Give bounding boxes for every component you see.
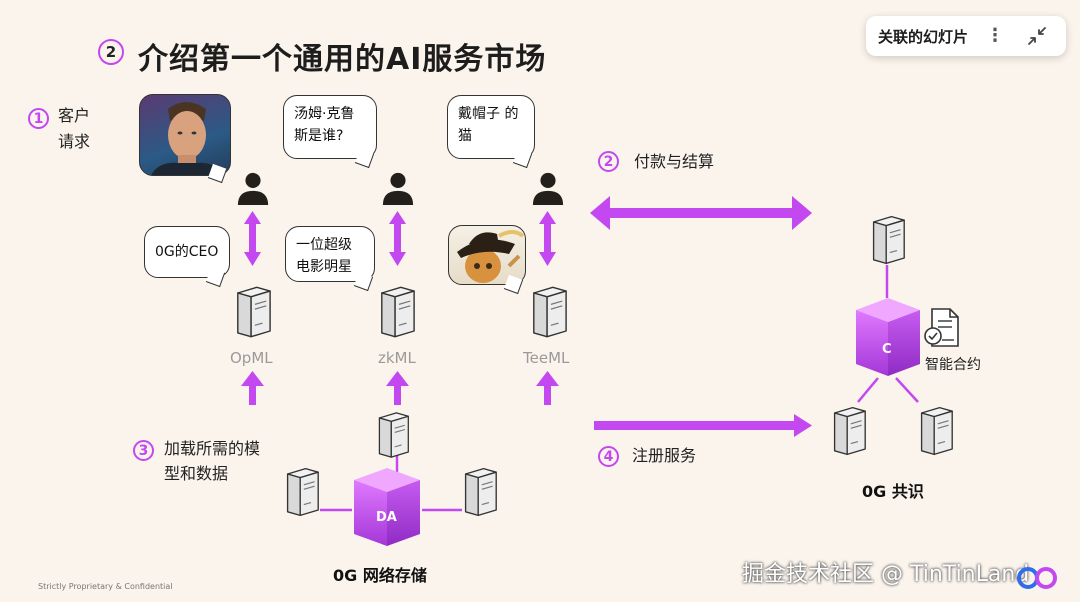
step-3-number: 3	[133, 440, 154, 461]
page-title: 介绍第一个通用的AI服务市场	[138, 42, 547, 77]
title-step-number: 2	[98, 39, 124, 65]
step-3-label-line1: 加载所需的模	[164, 439, 261, 458]
server-label-teeml: TeeML	[523, 349, 570, 367]
server-icon-opml	[234, 284, 272, 340]
consensus-label: 0G 共识	[862, 482, 924, 501]
smart-contract-icon	[924, 308, 959, 347]
storage-server-left	[284, 466, 320, 518]
up-arrow-3	[536, 371, 559, 405]
watermark: 掘金技术社区 @ TinTinLand	[742, 562, 1030, 587]
step-4-number: 4	[598, 446, 619, 467]
question-bubble-3: 戴帽子 的 猫	[447, 95, 535, 159]
consensus-server-left	[831, 404, 867, 458]
double-arrow-2	[389, 211, 406, 266]
server-label-opml: OpML	[230, 349, 273, 367]
storage-server-right	[462, 466, 498, 518]
up-arrow-2	[386, 371, 409, 405]
server-icon-teeml	[530, 284, 568, 340]
step-4-label: 注册服务	[632, 446, 697, 465]
question-2-line2: 斯是谁?	[294, 128, 344, 144]
consensus-server-top	[870, 214, 906, 266]
related-slides-label: 关联的幻灯片	[878, 27, 969, 46]
step-1-label-line1: 客户	[58, 106, 91, 125]
logo-icon	[1017, 567, 1057, 589]
step-3-label-line2: 型和数据	[164, 464, 229, 483]
storage-label: 0G 网络存储	[333, 566, 427, 585]
answer-1-text: 0G的CEO	[155, 244, 219, 260]
double-arrow-1	[244, 211, 261, 266]
consensus-cube-icon	[856, 298, 920, 376]
double-arrow-3	[539, 211, 556, 266]
question-3-line2: 猫	[458, 128, 472, 144]
question-bubble-2: 汤姆·克鲁 斯是谁?	[283, 95, 377, 159]
question-3-line1: 戴帽子 的	[458, 106, 519, 122]
step-1-number: 1	[28, 108, 49, 129]
collapse-icon[interactable]	[1026, 25, 1048, 47]
storage-cube-label: DA	[376, 510, 397, 525]
step-1-label-line2: 请求	[58, 132, 91, 151]
question-2-line1: 汤姆·克鲁	[294, 106, 355, 122]
step-2-label: 付款与结算	[634, 152, 715, 171]
register-arrow	[594, 414, 812, 437]
cat-photo	[448, 225, 526, 285]
more-vertical-icon[interactable]: ⋮	[986, 25, 1005, 46]
payment-double-arrow	[590, 196, 812, 230]
consensus-cube-label: C	[882, 342, 892, 357]
footer-note: Strictly Proprietary & Confidential	[38, 582, 173, 591]
storage-server-top	[376, 410, 410, 460]
smart-contract-label: 智能合约	[925, 357, 981, 373]
up-arrow-1	[241, 371, 264, 405]
step-2-number: 2	[598, 151, 619, 172]
related-slides-panel[interactable]: 关联的幻灯片 ⋮	[866, 16, 1066, 56]
server-label-zkml: zkML	[378, 349, 416, 367]
person-photo-1	[139, 94, 231, 176]
storage-cube-icon	[354, 468, 420, 546]
server-icon-zkml	[378, 284, 416, 340]
answer-2-line1: 一位超级	[296, 237, 352, 253]
consensus-server-right	[918, 404, 954, 458]
answer-2-line2: 电影明星	[296, 259, 352, 275]
